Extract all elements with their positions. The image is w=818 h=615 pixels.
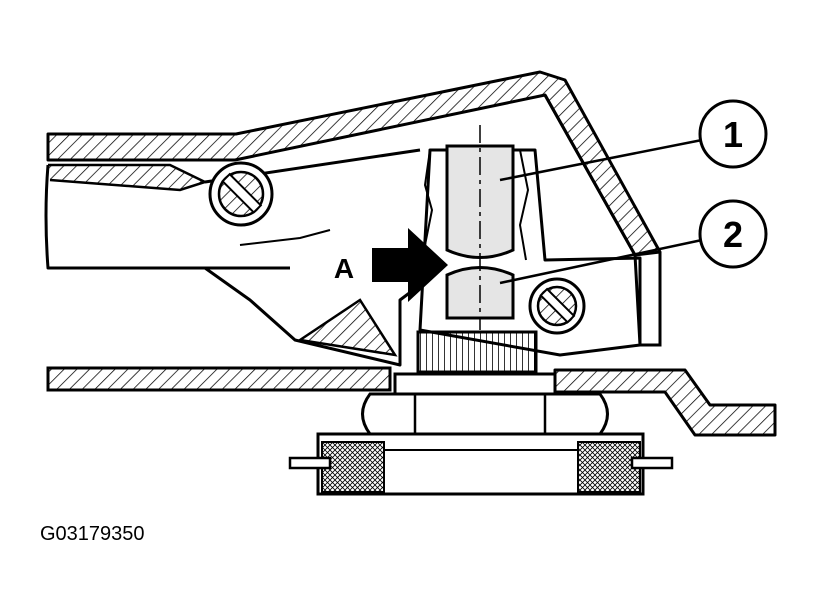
figure-code: G03179350 — [40, 523, 145, 545]
lower-panel — [46, 366, 777, 437]
grommet — [288, 432, 674, 496]
screw-left — [208, 161, 274, 227]
arrow-a-label: A — [334, 253, 354, 284]
arrow-a: A — [334, 228, 448, 302]
callout-2: 2 — [499, 199, 768, 285]
callout-2-label: 2 — [723, 214, 743, 255]
callout-1: 1 — [499, 99, 768, 182]
knurled-stem — [416, 330, 538, 374]
screw-right — [528, 277, 586, 335]
mounting-nut — [361, 392, 609, 436]
callout-1-label: 1 — [723, 114, 743, 155]
lever-arm — [44, 148, 421, 367]
